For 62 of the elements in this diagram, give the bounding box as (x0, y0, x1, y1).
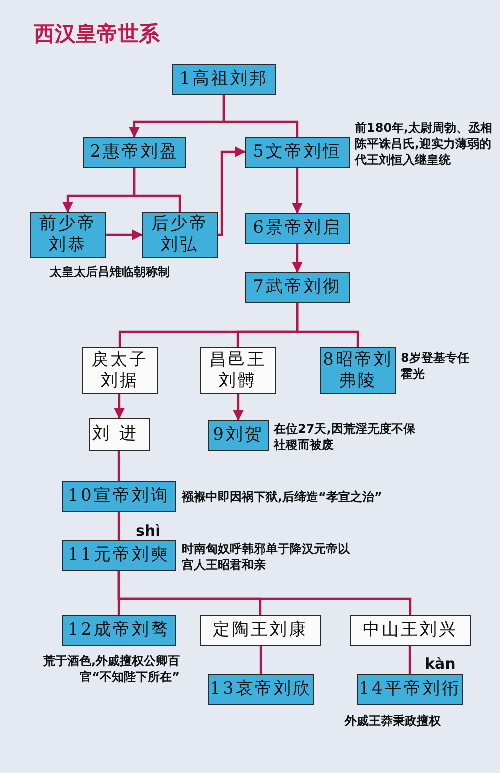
prince-box (82, 347, 158, 394)
node-label: 1高祖刘邦 (180, 69, 268, 90)
connector-line (408, 646, 412, 674)
node-label: 8昭帝刘弗陵 (322, 350, 394, 392)
node-label: 6景帝刘启 (253, 218, 342, 239)
emperor-box (62, 615, 176, 646)
emperor-box (208, 674, 314, 705)
connector-line (222, 95, 299, 137)
arrow (233, 394, 244, 422)
pinyin-label: shì (136, 522, 162, 540)
emperor-box (62, 481, 176, 512)
emperor-box (245, 137, 350, 168)
arrow (292, 168, 303, 214)
annotation: 时南匈奴呼韩邪单于降汉元帝以宫人王昭君和亲 (182, 541, 352, 573)
arrow (292, 244, 303, 274)
annotation: 襁褓中即因祸下狱,后缔造“孝宣之治” (182, 489, 384, 505)
connector-line (118, 571, 412, 615)
connector-line (296, 303, 360, 347)
emperor-box (62, 540, 176, 571)
prince-box (350, 615, 471, 646)
prince-box (200, 347, 276, 394)
node-label: 前少帝刘恭 (38, 214, 98, 256)
node-label: 后少帝刘弘 (150, 214, 210, 256)
connector-line (133, 168, 182, 212)
emperor-box (172, 64, 276, 95)
node-label: 昌邑王刘髆 (208, 350, 268, 392)
annotation: 荒于酒色,外戚擅权公卿百官“不知陛下所在” (42, 653, 180, 685)
emperor-box (245, 272, 350, 303)
arrow (218, 146, 246, 236)
emperor-box (208, 420, 269, 451)
annotation: 8岁登基专任霍光 (401, 350, 470, 382)
annotation: 在位27天,因荒淫无度不保社稷而被废 (274, 421, 416, 453)
node-label: 中山王刘兴 (363, 620, 458, 641)
node-label: 12成帝刘骜 (68, 620, 170, 641)
annotation: 太皇太后吕雉临朝称制 (50, 264, 171, 280)
connector-line (118, 512, 120, 540)
connector-line (260, 646, 262, 674)
emperor-box (30, 212, 106, 258)
connector-line (118, 451, 120, 481)
title: 西汉皇帝世系 (34, 21, 160, 48)
prince-box (200, 615, 321, 646)
prince-box (89, 418, 150, 451)
node-label: 定陶王刘康 (213, 620, 308, 641)
node-label: 11元帝刘奭 (68, 545, 170, 566)
node-label: 7武帝刘彻 (253, 277, 342, 298)
node-label: 5文帝刘恒 (253, 142, 342, 163)
node-label: 14平帝刘衎 (359, 679, 461, 700)
node-label: 刘进 (92, 424, 146, 445)
node-label: 10宣帝刘询 (68, 486, 170, 507)
emperor-box (357, 674, 463, 705)
emperor-box (245, 213, 350, 244)
annotation: 外戚王莽秉政擅权 (345, 713, 442, 729)
emperor-box (83, 137, 186, 168)
arrow (106, 230, 144, 240)
annotation: 前180年,太尉周勃、丞相陈平诛吕氏,迎实力薄弱的代王刘恒入继皇统 (355, 120, 493, 168)
pinyin-label: kàn (425, 655, 457, 673)
arrow (114, 394, 125, 420)
emperor-box (142, 212, 218, 258)
node-label: 13哀帝刘欣 (210, 679, 312, 700)
node-label: 戾太子刘据 (90, 350, 150, 392)
node-label: 9刘贺 (213, 425, 264, 446)
node-label: 2惠帝刘盈 (90, 142, 179, 163)
